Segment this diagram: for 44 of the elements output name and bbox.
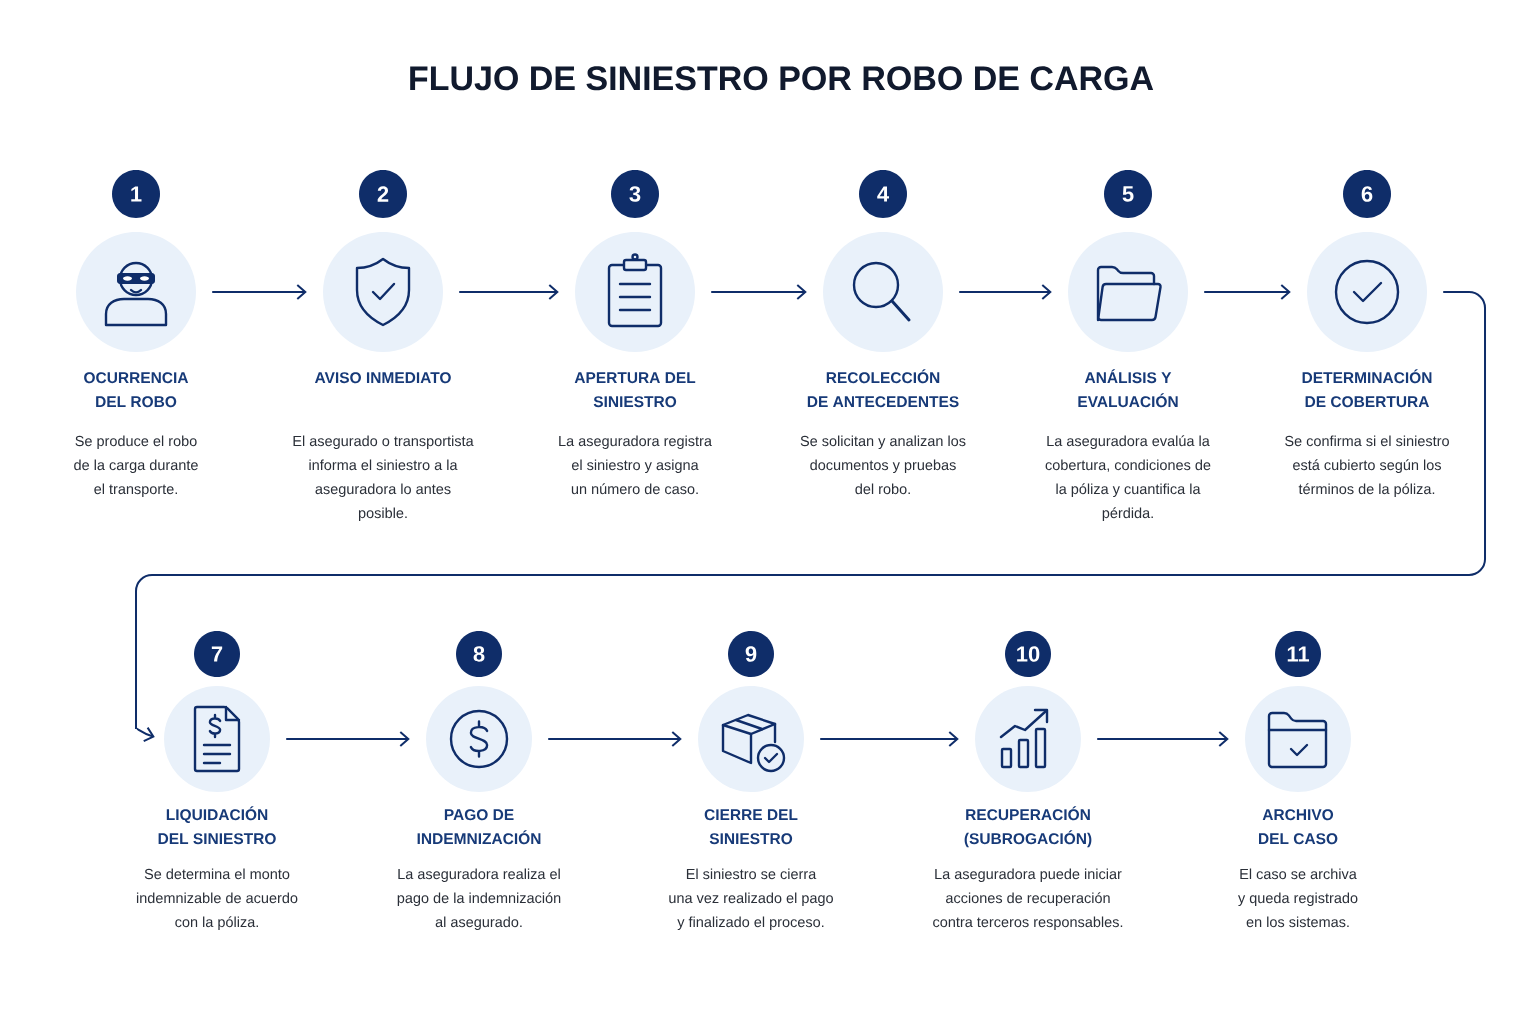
- step-description: Se solicitan y analizan los documentos y pruebas del robo.: [800, 435, 966, 495]
- step-title: ANÁLISIS Y EVALUACIÓN: [1078, 369, 1178, 408]
- number-badge: 5: [1104, 170, 1152, 218]
- arrow: [458, 284, 559, 300]
- step-description: El siniestro se cierra una vez realizado el pago y finalizado el proceso.: [669, 868, 833, 930]
- step-description: La aseguradora puede iniciar acciones de recuperación contra terceros responsables.: [933, 868, 1123, 930]
- arrow: [547, 731, 682, 747]
- step-title: AVISO INMEDIATO: [314, 372, 451, 384]
- step-description: La aseguradora evalúa la cobertura, condiciones de la póliza y cuantifica la pérdida.: [1045, 435, 1211, 521]
- arrow: [819, 731, 959, 747]
- arrow: [211, 284, 307, 300]
- step-description: La aseguradora realiza el pago de la indemnización al asegurado.: [397, 868, 561, 930]
- step-description: Se produce el robo de la carga durante el transporte.: [74, 435, 198, 497]
- number-badge: 2: [359, 170, 407, 218]
- step-title: RECOLECCIÓN DE ANTECEDENTES: [807, 369, 959, 408]
- arrow: [958, 284, 1052, 300]
- step-description: Se confirma si el siniestro está cubierto según los términos de la póliza.: [1285, 435, 1449, 497]
- step-title: APERTURA DEL SINIESTRO: [574, 372, 696, 408]
- step-description: Se determina el monto indemnizable de acuerdo con la póliza.: [136, 868, 298, 930]
- step-title: PAGO DE INDEMNIZACIÓN: [417, 809, 541, 845]
- step-title: LIQUIDACIÓN DEL SINIESTRO: [158, 806, 276, 845]
- number-badge: 4: [859, 170, 907, 218]
- step-description: El caso se archiva y queda registrado en los sistemas.: [1238, 868, 1358, 928]
- number-badge: 10: [1005, 631, 1051, 677]
- number-badge: 7: [194, 631, 240, 677]
- step-title: ARCHIVO DEL CASO: [1259, 809, 1338, 845]
- arrow: [1203, 284, 1291, 300]
- step-description: La aseguradora registra el siniestro y asigna un número de caso.: [559, 435, 712, 495]
- number-badge: 6: [1343, 170, 1391, 218]
- step-title: OCURRENCIA DEL ROBO: [84, 372, 189, 408]
- number-badge: 8: [456, 631, 502, 677]
- number-badge: 1: [112, 170, 160, 218]
- number-badge: 3: [611, 170, 659, 218]
- title: FLUJO DE SINIESTRO POR ROBO DE CARGA: [410, 66, 1154, 91]
- arrow: [710, 284, 807, 300]
- number-badge: 9: [728, 631, 774, 677]
- step-description: El asegurado o transportista informa el siniestro a la aseguradora lo antes posible.: [293, 435, 474, 521]
- step-title: DETERMINACIÓN DE COBERTURA: [1302, 369, 1432, 408]
- step-title: CIERRE DEL SINIESTRO: [704, 809, 798, 845]
- number-badge: 11: [1275, 631, 1321, 677]
- arrow: [1096, 731, 1229, 747]
- arrow: [285, 731, 410, 747]
- arrow: [135, 291, 1486, 743]
- step-title: RECUPERACIÓN (SUBROGACIÓN): [964, 806, 1092, 848]
